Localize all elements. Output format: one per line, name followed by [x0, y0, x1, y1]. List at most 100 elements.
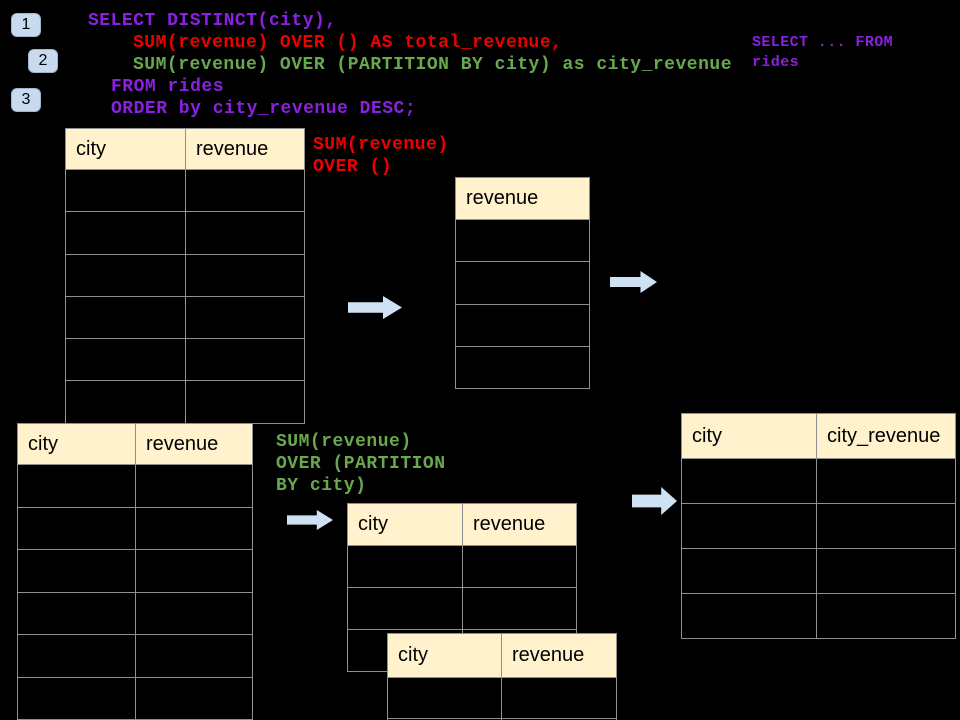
table-cell-empty	[66, 212, 186, 254]
table-cell-empty	[18, 550, 136, 592]
column-header-city: city	[682, 414, 817, 458]
table-cell-empty	[817, 594, 955, 638]
arrow-right-icon	[632, 487, 677, 515]
column-header-city: city	[66, 129, 186, 169]
table-cell-empty	[18, 677, 136, 719]
column-header-city: city	[18, 424, 136, 464]
table-row	[348, 587, 576, 629]
column-header-revenue: revenue	[466, 187, 539, 209]
table-row	[66, 338, 304, 381]
partition-label-line1: SUM(revenue)	[276, 432, 412, 452]
table-row	[456, 219, 589, 261]
table-cell-empty	[66, 296, 186, 339]
table-row	[66, 169, 304, 212]
table-cell-empty	[682, 549, 817, 593]
table-row	[18, 591, 252, 635]
table-cell-empty	[186, 297, 304, 338]
table-cell-empty	[66, 254, 186, 296]
total-label-line1: SUM(revenue)	[313, 135, 449, 155]
from-note-line1: SELECT ... FROM	[752, 34, 894, 51]
sql-line-sum-partition: SUM(revenue) OVER (PARTITION BY city) as…	[133, 55, 732, 75]
arrow-right-shape	[348, 296, 402, 319]
column-header-city-revenue: city_revenue	[827, 424, 941, 447]
arrow-right-shape	[610, 271, 657, 293]
sql-line-from: FROM rides	[111, 77, 225, 97]
table-cell-empty	[682, 594, 817, 638]
table-cell-empty	[682, 504, 817, 548]
table-rides-bottom: city revenue	[17, 423, 253, 720]
table-row	[682, 593, 955, 638]
table-cell-empty	[136, 508, 252, 550]
table-cell-empty	[456, 262, 589, 303]
table-cell-empty	[388, 678, 502, 718]
column-header-city: city	[388, 634, 502, 677]
sql-line-sum-over: SUM(revenue) OVER () AS total_revenue,	[133, 33, 563, 53]
arrow-right-icon	[287, 510, 333, 530]
column-header-revenue: revenue	[146, 432, 219, 455]
sql-line-select: SELECT DISTINCT(city),	[88, 11, 337, 31]
table-cell-empty	[66, 381, 186, 423]
table-row	[18, 634, 252, 677]
table-row	[66, 295, 304, 339]
table-cell-empty	[186, 170, 304, 211]
arrow-right-icon	[610, 271, 657, 293]
table-cell-empty	[463, 588, 576, 629]
column-header-city: city	[348, 504, 463, 545]
step-badge-3: 3	[11, 88, 41, 112]
table-row	[18, 549, 252, 592]
table-cell-empty	[186, 255, 304, 296]
table-cell-empty	[502, 678, 616, 718]
table-row	[66, 211, 304, 254]
table-total-revenue: revenue	[455, 177, 590, 390]
table-cell-empty	[348, 588, 463, 629]
column-header-revenue: revenue	[196, 137, 269, 160]
table-row	[682, 458, 955, 503]
table-partition-b: city revenue	[387, 633, 617, 720]
table-cell-empty	[18, 592, 136, 634]
column-header-revenue: revenue	[473, 513, 546, 535]
table-cell-empty	[456, 305, 589, 346]
table-row	[682, 548, 955, 593]
table-city-revenue: city city_revenue	[681, 413, 956, 639]
table-row	[18, 506, 252, 550]
arrow-right-icon	[348, 296, 402, 319]
table-cell-empty	[136, 678, 252, 720]
table-row	[66, 380, 304, 423]
step-badge-2: 2	[28, 49, 58, 73]
table-rides-top: city revenue	[65, 128, 305, 424]
table-cell-empty	[186, 381, 304, 422]
table-cell-empty	[66, 339, 186, 381]
table-cell-empty	[817, 549, 955, 593]
table-row	[456, 345, 589, 388]
step-badge-1: 1	[11, 13, 41, 37]
table-cell-empty	[348, 546, 463, 587]
table-cell-empty	[18, 635, 136, 677]
table-row	[18, 676, 252, 720]
arrow-right-shape	[287, 510, 333, 530]
table-cell-empty	[463, 546, 576, 587]
table-cell-empty	[136, 593, 252, 635]
column-header-revenue: revenue	[512, 644, 585, 666]
table-cell-empty	[456, 347, 589, 388]
arrow-right-shape	[632, 487, 677, 515]
table-cell-empty	[817, 504, 955, 548]
table-cell-empty	[817, 459, 955, 503]
table-row	[18, 464, 252, 507]
table-cell-empty	[186, 212, 304, 253]
table-cell-empty	[18, 465, 136, 507]
table-cell-empty	[186, 339, 304, 380]
table-cell-empty	[136, 465, 252, 507]
total-label-line2: OVER ()	[313, 157, 393, 177]
table-cell-empty	[18, 507, 136, 549]
table-cell-empty	[66, 170, 186, 212]
table-row	[66, 253, 304, 296]
sql-line-order-by: ORDER by city_revenue DESC;	[111, 99, 417, 119]
from-note-line2: rides	[752, 54, 800, 71]
partition-label-line3: BY city)	[276, 476, 367, 496]
table-row	[456, 303, 589, 346]
table-partition-a: city revenue	[347, 503, 577, 672]
table-cell-empty	[136, 635, 252, 677]
table-row	[456, 261, 589, 303]
table-row	[682, 503, 955, 548]
